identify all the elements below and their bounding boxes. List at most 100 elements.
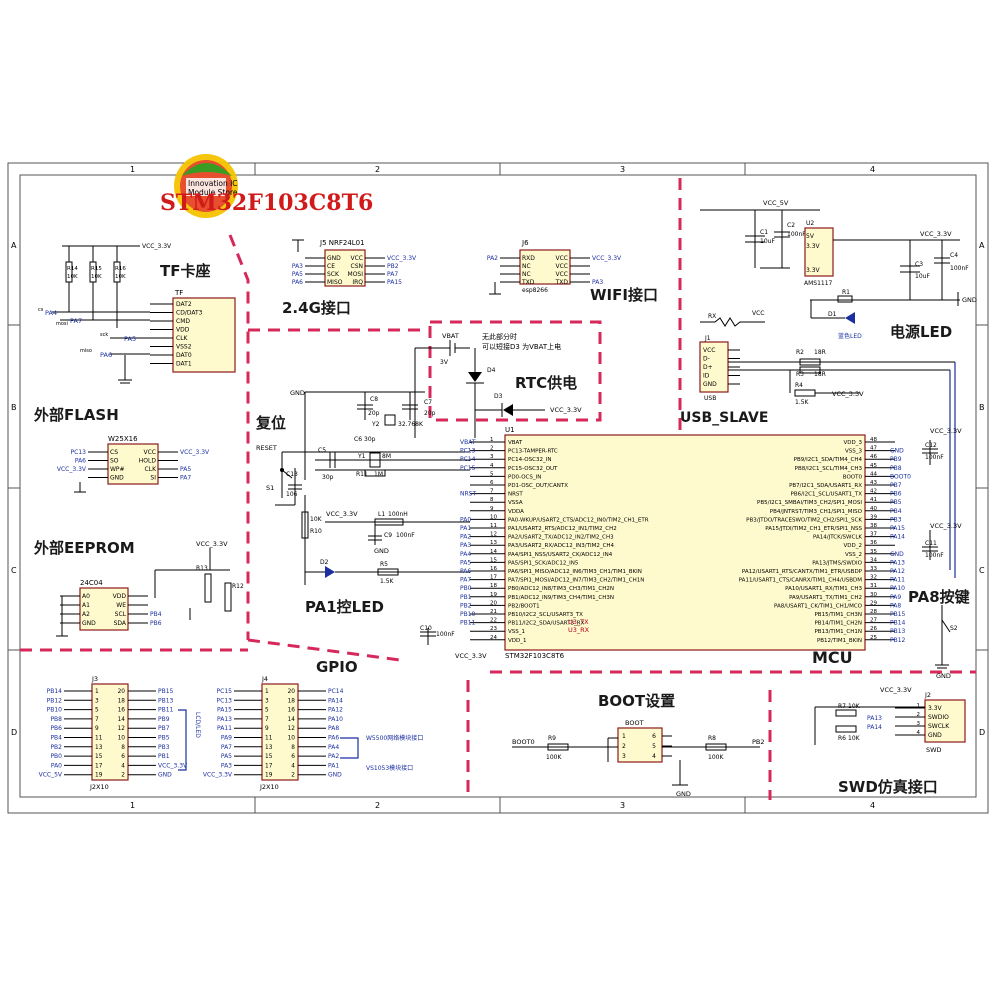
svg-text:PA5: PA5 [124,335,136,343]
row-c-right: C [979,566,985,575]
boot-pin-number: 1 [622,733,626,740]
svg-text:AMS1117: AMS1117 [804,280,833,287]
svg-text:R1: R1 [842,289,850,296]
swd-pin: 3.3V [928,705,943,712]
header-net-left: PB0 [50,753,62,760]
svg-text:R7: R7 [838,703,846,710]
svg-text:3V: 3V [440,359,449,366]
mcu-pin-name: PC15-OSC32_OUT [508,466,558,472]
heading-tf: TF卡座 [160,262,210,280]
header-net-right: PA8 [328,725,339,732]
mcu-pin-number: 10 [490,514,497,520]
mcu-pin-number: 45 [870,463,877,469]
mcu-net-right: PB13 [890,628,906,635]
mcu-net-left: PC15 [460,465,476,472]
boot-pin-number: 6 [652,733,656,740]
mcu-pin-name: PB5/I2C1_SMBAl/TIM3_CH2/SPI1_MOSI [757,500,862,506]
mcu-pin-number: 16 [490,566,497,572]
svg-text:GND: GND [374,547,389,555]
mcu-net-left: PA4 [460,551,471,558]
svg-text:STM32F103C8T6: STM32F103C8T6 [505,652,565,660]
chip-pin-right: CLK [145,466,158,473]
chip-net-right: PA7 [180,475,191,482]
header-net-right: PA12 [328,707,343,714]
mcu-pin-name: PB15/TIM1_CH3N [814,612,862,618]
svg-text:1.5K: 1.5K [795,399,810,406]
chip-pin-right: CSN [351,263,364,270]
mcu-net-right: PA14 [890,534,905,541]
header-net-left: PB10 [47,707,63,714]
mcu-pin-name: PB9/I2C1_SDA/TIM4_CH4 [794,457,863,463]
header-pin-number: 15 [265,754,273,760]
chip-pin-left: RXD [522,255,535,262]
mcu-pin-number: 21 [490,609,497,615]
svg-text:D2: D2 [320,559,329,566]
chip-pin-right: VDD [113,593,127,600]
decoupling-block: C10 100nF VCC_3.3V C12 100nF VCC_3.3V C1… [420,427,962,660]
svg-text:100nF: 100nF [950,265,969,272]
svg-text:PB2: PB2 [752,738,765,746]
tf-pin: DAT1 [176,361,192,368]
chip-net-right: PA15 [387,279,402,286]
heading-flash: 外部FLASH [33,406,119,424]
mcu-pin-name: VBAT [508,440,523,446]
svg-text:RX: RX [708,313,716,320]
svg-text:VS1053模块接口: VS1053模块接口 [366,764,413,772]
svg-text:U2: U2 [806,220,814,227]
svg-text:R10: R10 [310,528,322,535]
tf-pin: CLK [176,335,189,342]
svg-text:10uF: 10uF [915,273,930,280]
mcu-pin-name: PB8/I2C1_SCL/TIM4_CH3 [795,466,863,472]
usb-pin: VCC [703,347,715,354]
svg-text:LCD/LED: LCD/LED [194,712,201,738]
col-3-bottom: 3 [620,801,625,810]
svg-text:RESET: RESET [256,444,277,452]
stm32-mcu [504,434,866,651]
swd-net: PA14 [867,724,882,731]
mcu-pin-number: 24 [490,635,497,641]
mcu-pin-name: VDD_2 [844,543,862,549]
mcu-pin-number: 46 [870,454,877,460]
row-d-right: D [979,728,985,737]
mcu-pin-number: 25 [870,635,877,641]
mcu-pin-name: PA1/USART2_RTS/ADC12_IN1/TIM2_CH2 [508,526,617,532]
svg-text:3.3V: 3.3V [806,243,821,250]
header-net-right: PA10 [328,716,343,723]
chip-pin-right: IRQ [352,279,363,286]
mcu-net-left: PA5 [460,559,471,566]
mcu-net-left: PC13 [460,448,476,455]
mcu-pin-name: PA2/USART2_TX/ADC12_IN2/TIM2_CH3 [508,535,614,541]
mcu-pin-name: PB2/BOOT1 [508,603,540,609]
header-net-left: PA9 [221,735,232,742]
mcu-net-right: GND [890,448,904,455]
svg-text:GND: GND [676,790,691,798]
mcu-pin-name: NRST [508,492,523,498]
mcu-pin-number: 43 [870,480,877,486]
mcu-pin-name: PB6/I2C1_SCL/USART1_TX [791,492,863,498]
chip-net-right: VCC_3.3V [592,255,622,262]
mcu-pin-number: 33 [870,566,877,572]
chip-net-right: PA3 [592,279,603,286]
mcu-pin-number: 35 [870,549,877,555]
mcu-net-right: PB7 [890,482,902,489]
mcu-pin-name: PA6/SPI1_MISO/ADC12_IN6/TIM3_CH1/TIM1_BK… [508,569,642,575]
mcu-pin-number: 40 [870,506,877,512]
resistor-ref: R15 [91,266,102,272]
power-supply-block: VCC_5V C1 10uF C2 100nF U2 5V 3.3V 3.3V … [700,199,977,340]
mcu-pin-number: 9 [490,506,494,512]
header-pin-number: 7 [265,717,269,723]
svg-text:VCC_3.3V: VCC_3.3V [142,243,172,250]
header-pin-number: 11 [265,736,273,742]
row-b: B [11,403,17,412]
header-pin-number: 3 [95,698,99,704]
svg-text:J1: J1 [704,335,711,342]
mcu-pin-number: 4 [490,463,494,469]
24c04-chip [79,587,129,631]
heading-reset: 复位 [255,414,286,432]
header-net-right: PB13 [158,697,174,704]
svg-text:18R: 18R [814,349,826,356]
mcu-net-right: PA15 [890,525,905,532]
